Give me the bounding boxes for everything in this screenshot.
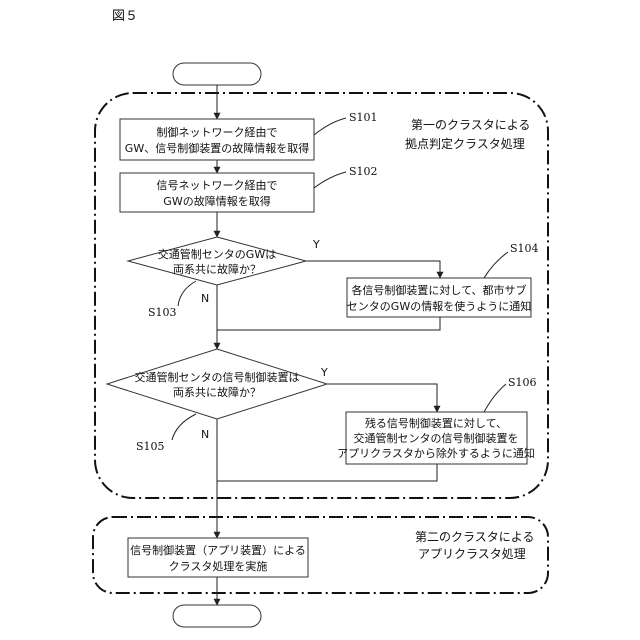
decision-s105-yes-label: Y [320,366,328,379]
step-ref-s105: S105 [136,440,165,453]
connector-s105-yes-s106 [327,384,437,412]
step-ref-s101: S101 [349,111,378,124]
connector-s103-yes-s104 [306,261,440,278]
s104-leader-line [484,252,508,278]
decision-s103-diamond [128,237,306,285]
s105-leader-line [172,414,196,440]
figure-label: 図５ [112,9,138,24]
decision-s105-diamond [107,349,327,419]
group-1-title-line1: 第一のクラスタによる [411,118,530,132]
step-ref-s104: S104 [510,242,539,255]
step-ref-s106: S106 [508,376,537,389]
s103-leader-line [178,281,196,306]
decision-s105-no-label: N [201,428,209,441]
end-terminator [173,605,261,627]
decision-s103-line1: 交通管制センタのGWは [158,247,276,261]
process-s107-line2: クラスタ処理を実施 [169,559,268,573]
process-s104-line2: センタのGWの情報を使うように通知 [347,299,531,313]
process-s102-line1: 信号ネットワーク経由で [157,178,278,192]
connector-s106-return [217,464,437,481]
process-s106-line2: 交通管制センタの信号制御装置を [354,431,519,445]
process-s102-line2: GWの故障情報を取得 [163,194,270,208]
decision-s105-line1: 交通管制センタの信号制御装置は [135,370,300,384]
step-ref-s102: S102 [349,165,378,178]
process-s101-line2: GW、信号制御装置の故障情報を取得 [125,141,309,155]
step-ref-s103: S103 [148,306,177,319]
group-1-title-line2: 拠点判定クラスタ処理 [405,136,525,151]
decision-s105-line2: 両系共に故障か？ [173,385,261,399]
decision-s103-line2: 両系共に故障か？ [173,262,261,276]
process-s106-line1: 残る信号制御装置に対して、 [365,416,507,430]
decision-s103-no-label: N [201,292,209,305]
process-s101-line1: 制御ネットワーク経由で [157,125,278,139]
group-2-title-line1: 第二のクラスタによる [415,530,534,544]
group-2-title-line2: アプリクラスタ処理 [418,547,526,561]
s101-leader-line [314,118,346,135]
connector-s104-return [217,317,440,330]
s102-leader-line [314,172,346,188]
process-s107-line1: 信号制御装置（アプリ装置）による [130,543,306,557]
s106-leader-line [484,384,506,412]
process-s104-line1: 各信号制御装置に対して、都市サブ [351,283,526,297]
start-terminator [173,63,261,85]
process-s106-line3: アプリクラスタから除外するように通知 [337,446,535,460]
decision-s103-yes-label: Y [312,238,320,251]
